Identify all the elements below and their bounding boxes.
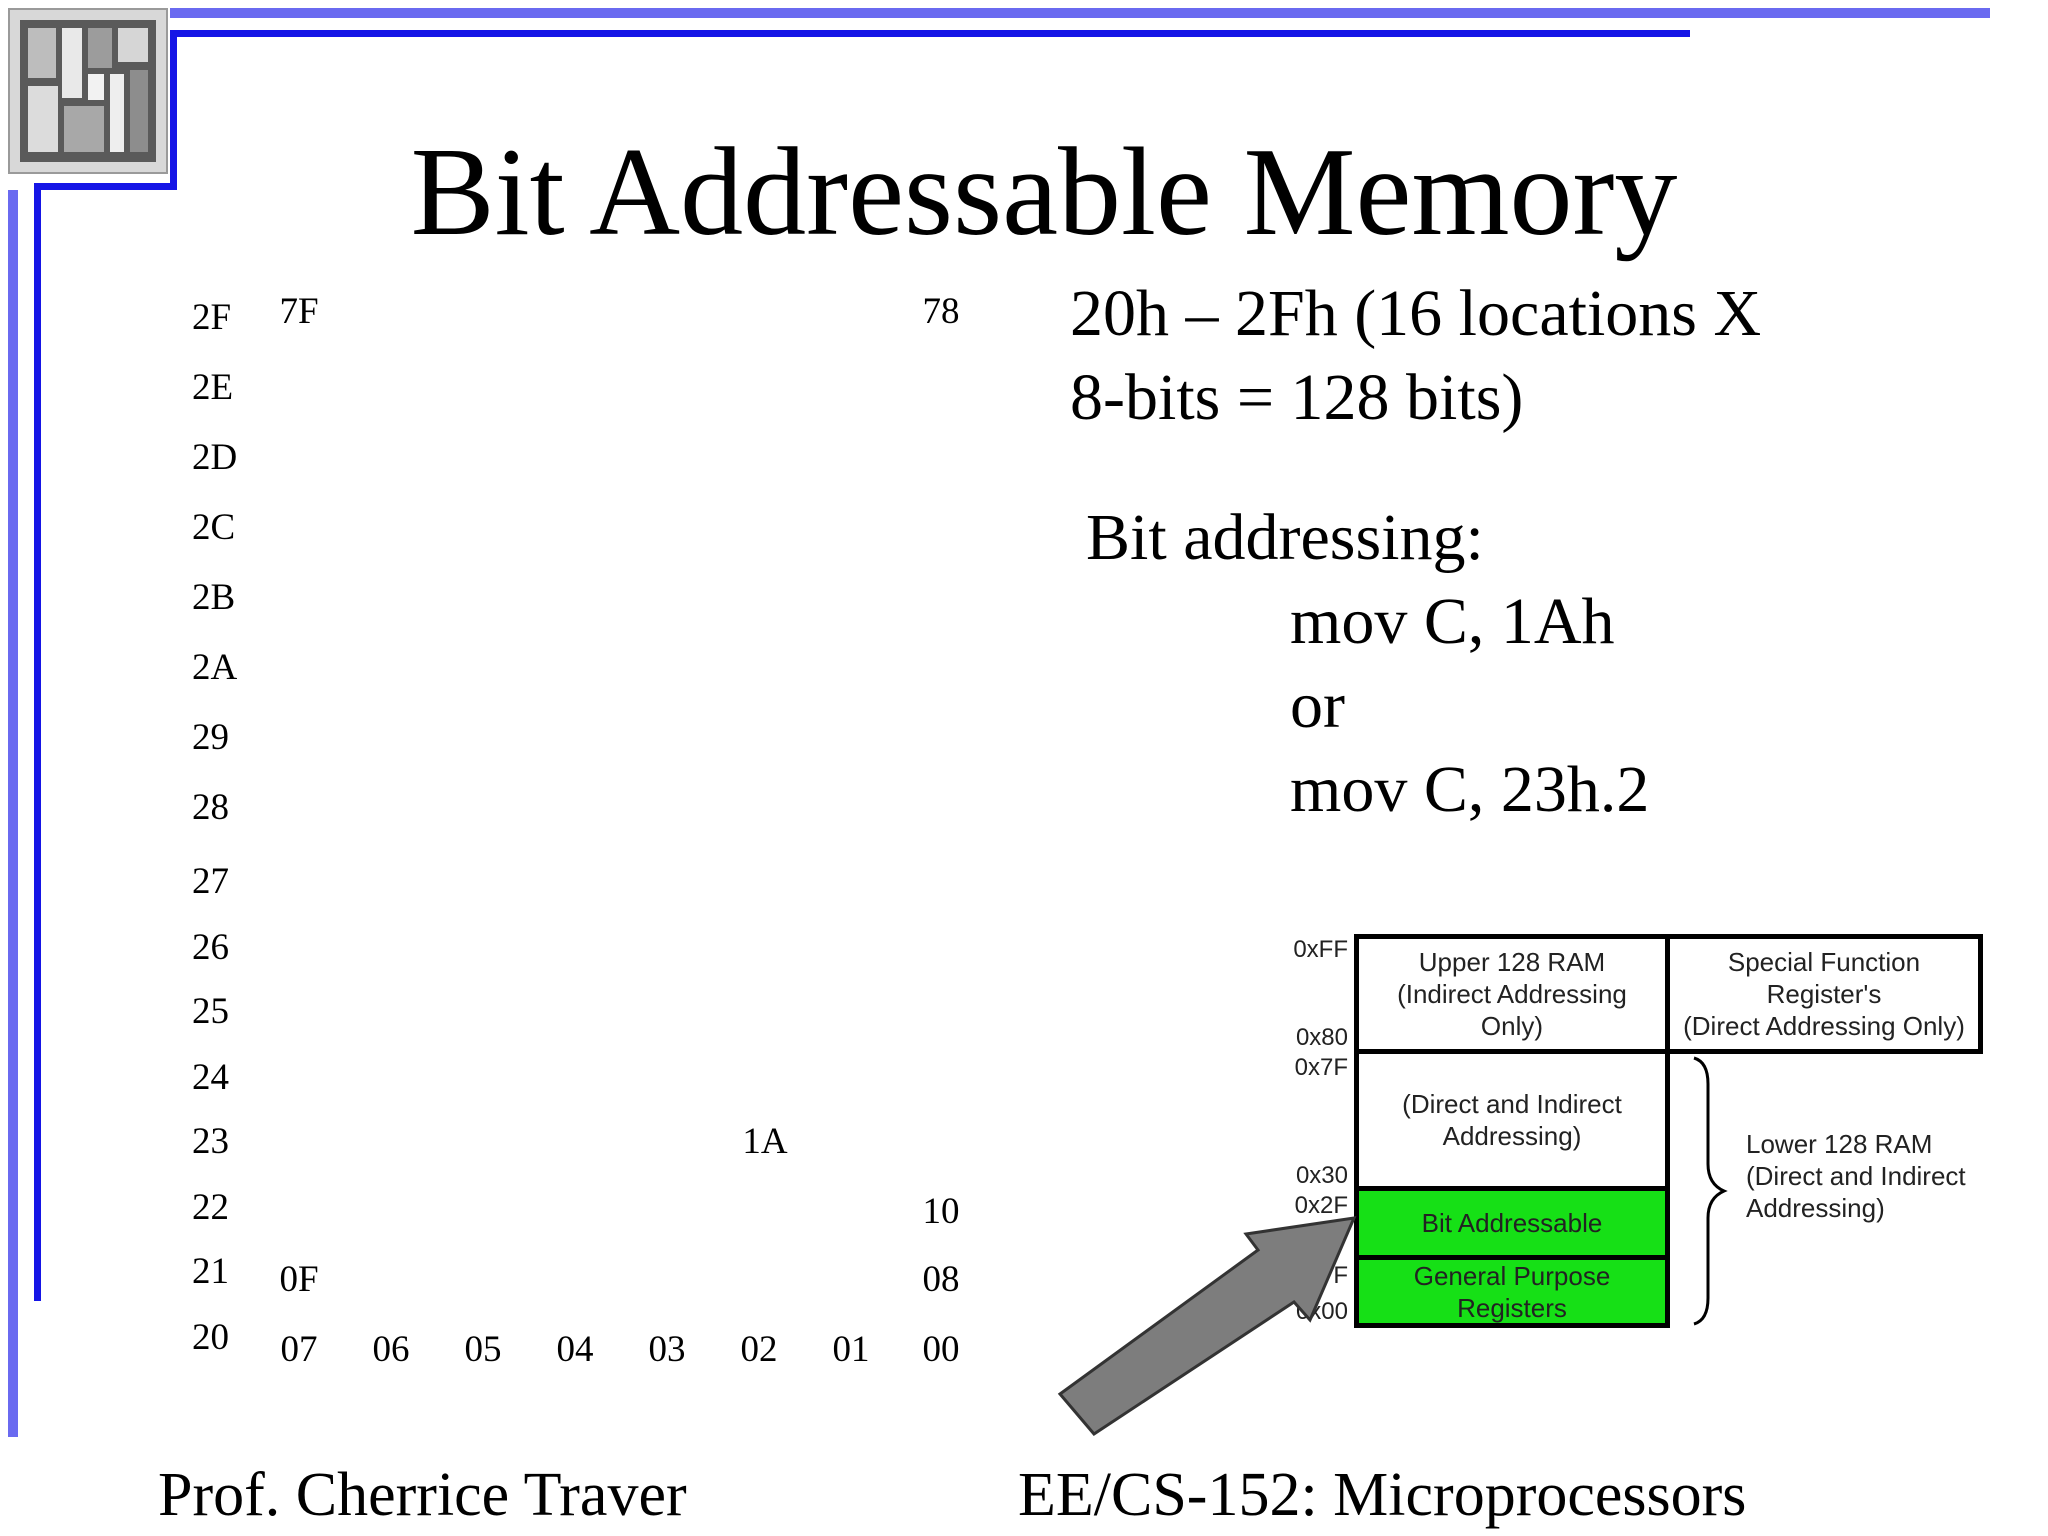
row-label: 2C xyxy=(192,507,236,548)
range-line-1: 20h – 2Fh (16 locations X xyxy=(1070,277,1762,350)
example-1: mov C, 1Ah xyxy=(1290,585,1615,658)
bit-cell-1A: 1A xyxy=(742,1121,788,1162)
row-label: 26 xyxy=(192,927,229,968)
gp-registers-label: General Purpose Registers xyxy=(1413,1260,1611,1323)
top-light-bar xyxy=(170,8,1990,18)
row-label: 20 xyxy=(192,1317,229,1358)
range-line-2: 8-bits = 128 bits) xyxy=(1070,361,1524,434)
bit-addressable-label: Bit Addressable xyxy=(1421,1208,1603,1238)
or-label: or xyxy=(1290,669,1345,742)
bit-cell: 07 xyxy=(280,1329,318,1370)
bit-addressing-heading: Bit addressing: xyxy=(1086,501,1484,574)
bit-cell: 01 xyxy=(832,1329,870,1370)
footer-author: Prof. Cherrice Traver xyxy=(158,1461,687,1529)
row-label: 2E xyxy=(192,367,234,408)
bit-cell: 00 xyxy=(922,1329,960,1370)
addr-label: 0xFF xyxy=(1293,936,1348,963)
lower-ram-brace xyxy=(1693,1056,1728,1326)
left-dark-bar-top xyxy=(170,30,177,190)
sfr-label: Special Function Register's (Direct Addr… xyxy=(1683,947,1965,1041)
addr-label: F xyxy=(1333,1262,1348,1289)
upper-ram-box: Upper 128 RAM (Indirect Addressing Only) xyxy=(1354,934,1670,1054)
footer-course: EE/CS-152: Microprocessors xyxy=(1018,1461,1747,1529)
sfr-box: Special Function Register's (Direct Addr… xyxy=(1665,934,1983,1054)
bit-cell-78: 78 xyxy=(922,291,960,332)
left-light-bar xyxy=(8,190,18,1437)
chip-logo xyxy=(8,8,168,174)
row-label: 22 xyxy=(192,1187,229,1228)
arrow-icon xyxy=(1057,1216,1357,1436)
slide-title: Bit Addressable Memory xyxy=(410,123,1678,262)
bit-cell-10: 10 xyxy=(922,1191,960,1232)
upper-ram-label: Upper 128 RAM (Indirect Addressing Only) xyxy=(1397,947,1627,1041)
row-label: 28 xyxy=(192,787,229,828)
row-label: 24 xyxy=(192,1057,229,1098)
row-label: 2D xyxy=(192,437,238,478)
bit-cell: 04 xyxy=(556,1329,594,1370)
row-label: 21 xyxy=(192,1251,229,1292)
bit-cell-08: 08 xyxy=(922,1259,960,1300)
gp-registers-box: General Purpose Registers xyxy=(1354,1255,1670,1328)
top-dark-bar xyxy=(170,30,1690,37)
left-dark-bar-horizontal xyxy=(34,183,177,190)
example-2: mov C, 23h.2 xyxy=(1290,753,1650,826)
row-label: 2B xyxy=(192,577,236,618)
bit-cell: 03 xyxy=(648,1329,686,1370)
bit-cell-7F: 7F xyxy=(279,291,319,332)
addr-label: 0x7F xyxy=(1294,1054,1348,1081)
bit-cell: 05 xyxy=(464,1329,502,1370)
bit-cell-0F: 0F xyxy=(279,1259,319,1300)
lower-ram-label: Lower 128 RAM (Direct and Indirect Addre… xyxy=(1746,1129,1966,1223)
row-label: 2A xyxy=(192,647,238,688)
row-label: 23 xyxy=(192,1121,229,1162)
left-dark-bar xyxy=(34,183,41,1301)
addr-label: 0x30 xyxy=(1295,1162,1348,1189)
row-label: 27 xyxy=(192,861,229,902)
row-label: 29 xyxy=(192,717,229,758)
bit-addressable-box: Bit Addressable xyxy=(1354,1186,1670,1260)
row-label: 2F xyxy=(192,297,232,338)
row-label: 25 xyxy=(192,991,229,1032)
bit-cell: 06 xyxy=(372,1329,410,1370)
direct-indirect-box: (Direct and Indirect Addressing) xyxy=(1354,1049,1670,1191)
bit-cell: 02 xyxy=(740,1329,778,1370)
direct-indirect-label: (Direct and Indirect Addressing) xyxy=(1402,1089,1622,1151)
addr-label: 0x2F xyxy=(1294,1192,1348,1219)
lower-ram-text-block: Lower 128 RAM (Direct and Indirect Addre… xyxy=(1746,1128,2016,1224)
addr-label: 0x80 xyxy=(1295,1024,1348,1051)
